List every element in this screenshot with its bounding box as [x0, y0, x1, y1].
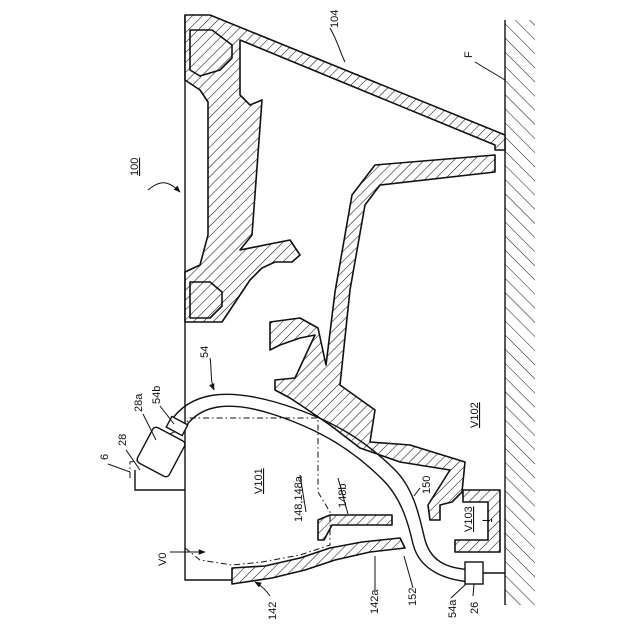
label-54a: 54a	[447, 599, 459, 618]
label-V102: V102	[469, 402, 481, 428]
labels: 100 104 F 54 54b 28a 28 6 V101 148,148a …	[99, 10, 493, 620]
floor	[505, 20, 535, 605]
label-148b: 148b	[337, 484, 349, 508]
label-152: 152	[407, 588, 419, 606]
label-V0: V0	[157, 553, 169, 566]
label-V101: V101	[253, 468, 265, 494]
label-54: 54	[199, 346, 211, 358]
valve-26	[465, 562, 505, 584]
label-V103: V103	[463, 506, 475, 532]
label-104: 104	[329, 10, 341, 28]
label-100: 100	[129, 158, 141, 176]
label-6: 6	[99, 454, 111, 460]
label-I: I	[481, 519, 493, 522]
label-F: F	[463, 51, 475, 58]
label-148-148a: 148,148a	[293, 475, 305, 522]
label-26: 26	[469, 602, 481, 614]
label-150: 150	[421, 476, 433, 494]
label-28a: 28a	[133, 393, 145, 412]
label-54b: 54b	[151, 386, 163, 404]
bowl-142	[232, 515, 405, 584]
label-142: 142	[267, 602, 279, 620]
label-142a: 142a	[369, 589, 381, 614]
label-28: 28	[117, 434, 129, 446]
